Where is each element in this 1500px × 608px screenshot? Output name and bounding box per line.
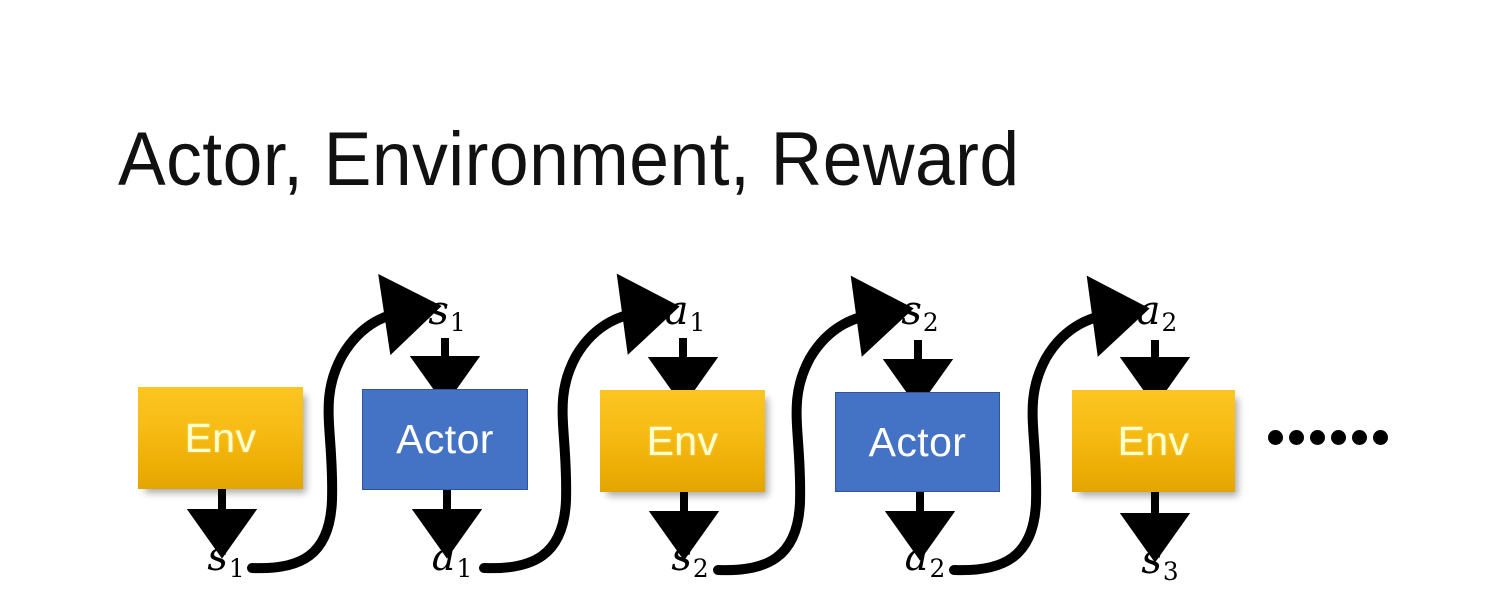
variable-label-bottom-a1: a1 <box>432 537 473 589</box>
variable-label-top-s2: s2 <box>901 291 938 343</box>
variable-label-bottom-s3: s3 <box>1141 540 1178 592</box>
ellipsis-dot <box>1289 430 1304 445</box>
variable-symbol: s <box>901 287 922 334</box>
variable-symbol: s <box>1141 536 1162 583</box>
box-label: Actor <box>868 418 967 465</box>
variable-symbol: s <box>428 287 449 334</box>
process-box-env-2[interactable]: Env <box>600 390 765 492</box>
variable-label-bottom-a2: a2 <box>905 537 946 589</box>
variable-subscript: 1 <box>689 308 706 338</box>
variable-subscript: 3 <box>1162 557 1179 587</box>
page-title: Actor, Environment, Reward <box>118 117 1020 202</box>
ellipsis-dot-group-2 <box>1331 430 1388 445</box>
variable-subscript: 2 <box>1161 308 1178 338</box>
variable-symbol: a <box>904 533 929 580</box>
variable-symbol: a <box>1136 287 1161 334</box>
variable-symbol: s <box>671 533 692 580</box>
box-label: Env <box>646 417 719 464</box>
process-box-actor-2[interactable]: Actor <box>835 392 1000 492</box>
box-label: Actor <box>396 416 494 462</box>
down-arrows-into-box <box>409 338 1191 409</box>
process-box-env-3[interactable]: Env <box>1072 390 1235 492</box>
variable-label-top-a1: a1 <box>665 291 706 343</box>
process-box-env-1[interactable]: Env <box>138 387 303 489</box>
process-box-actor-1[interactable]: Actor <box>362 389 528 490</box>
variable-label-bottom-s2: s2 <box>671 537 708 589</box>
ellipsis-continuation <box>1268 430 1388 445</box>
variable-subscript: 2 <box>922 308 939 338</box>
variable-subscript: 1 <box>456 554 473 584</box>
variable-subscript: 2 <box>692 554 709 584</box>
box-label: Env <box>184 414 257 461</box>
ellipsis-dot <box>1268 430 1283 445</box>
variable-subscript: 1 <box>449 308 466 338</box>
ellipsis-dot <box>1352 430 1367 445</box>
ellipsis-dot <box>1331 430 1346 445</box>
variable-symbol: a <box>431 533 456 580</box>
variable-label-top-a2: a2 <box>1137 291 1178 343</box>
variable-label-top-s1: s1 <box>428 291 465 343</box>
variable-symbol: s <box>207 533 228 580</box>
ellipsis-dot-group-1 <box>1268 430 1325 445</box>
variable-symbol: a <box>664 287 689 334</box>
variable-subscript: 1 <box>228 554 245 584</box>
variable-label-bottom-s1: s1 <box>207 537 244 589</box>
ellipsis-dot <box>1373 430 1388 445</box>
variable-subscript: 2 <box>929 554 946 584</box>
down-arrows-out-of-box <box>186 489 1191 563</box>
box-label: Env <box>1117 417 1190 464</box>
ellipsis-dot <box>1310 430 1325 445</box>
